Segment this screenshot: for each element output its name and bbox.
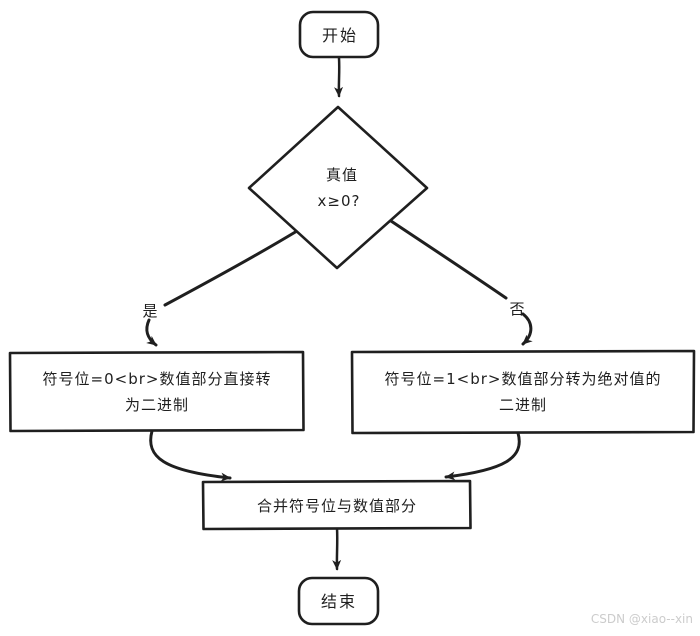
no-process-shape bbox=[350, 349, 696, 435]
no-process-node: 符号位=1<br>数值部分转为绝对值的 二进制 bbox=[350, 349, 696, 435]
yes-process-node: 符号位=0<br>数值部分直接转 为二进制 bbox=[8, 350, 305, 433]
no-process-line1: 符号位=1<br>数值部分转为绝对值的 bbox=[385, 370, 662, 388]
end-node-shape bbox=[297, 576, 380, 626]
end-node: 结束 bbox=[297, 576, 380, 626]
no-process-line2: 二进制 bbox=[499, 396, 547, 414]
edge-label-no: 否 bbox=[509, 300, 524, 318]
decision-label-line2: x≥0? bbox=[318, 192, 361, 210]
start-node-shape bbox=[298, 10, 380, 59]
edge-right-box-to-merge bbox=[444, 431, 521, 481]
start-node-label: 开始 bbox=[322, 26, 358, 45]
merge-node-shape bbox=[201, 479, 472, 531]
yes-process-shape bbox=[8, 350, 305, 433]
decision-label-line1: 真值 bbox=[326, 166, 358, 184]
edge-yes-to-left-box bbox=[145, 318, 158, 347]
edge-no-to-right-box bbox=[521, 312, 533, 346]
edge-left-box-to-merge bbox=[149, 429, 232, 482]
merge-node: 合并符号位与数值部分 bbox=[201, 479, 472, 531]
start-node: 开始 bbox=[298, 10, 380, 59]
edge-label-yes: 是 bbox=[142, 302, 157, 320]
merge-node-label: 合并符号位与数值部分 bbox=[257, 497, 417, 515]
watermark: CSDN @xiao--xin bbox=[591, 612, 693, 626]
decision-node-shape bbox=[247, 105, 429, 270]
edge-decision-to-yes bbox=[163, 229, 299, 307]
yes-process-line1: 符号位=0<br>数值部分直接转 bbox=[43, 370, 272, 388]
yes-process-line2: 为二进制 bbox=[125, 396, 189, 414]
edge-decision-to-no bbox=[389, 219, 508, 300]
decision-node: 真值 x≥0? bbox=[247, 105, 429, 270]
end-node-label: 结束 bbox=[321, 592, 357, 611]
